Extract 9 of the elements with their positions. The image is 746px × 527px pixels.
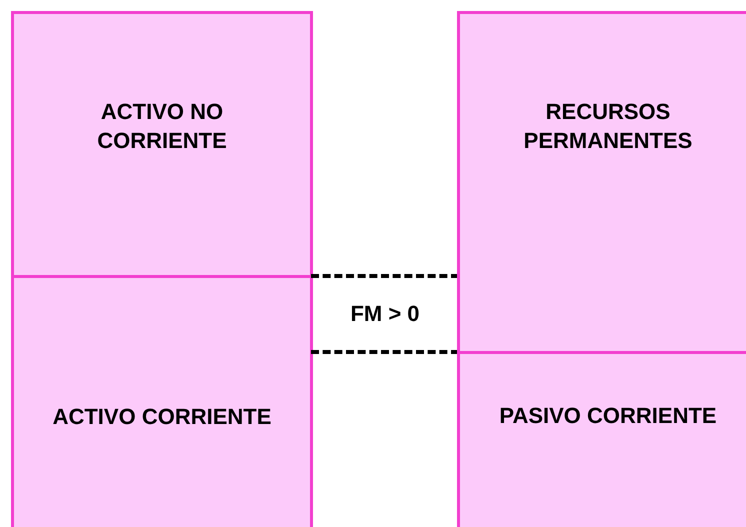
block-label: ACTIVO CORRIENTE — [52, 403, 272, 431]
block-label: RECURSOS PERMANENTES — [522, 98, 694, 155]
balance-block — [11, 275, 313, 527]
balance-block — [457, 351, 746, 527]
block-label: PASIVO CORRIENTE — [498, 402, 718, 430]
balance-block — [457, 11, 746, 354]
balance-block — [11, 11, 313, 278]
block-label: FM > 0 — [350, 300, 420, 328]
block-label: ACTIVO NO CORRIENTE — [96, 98, 228, 155]
